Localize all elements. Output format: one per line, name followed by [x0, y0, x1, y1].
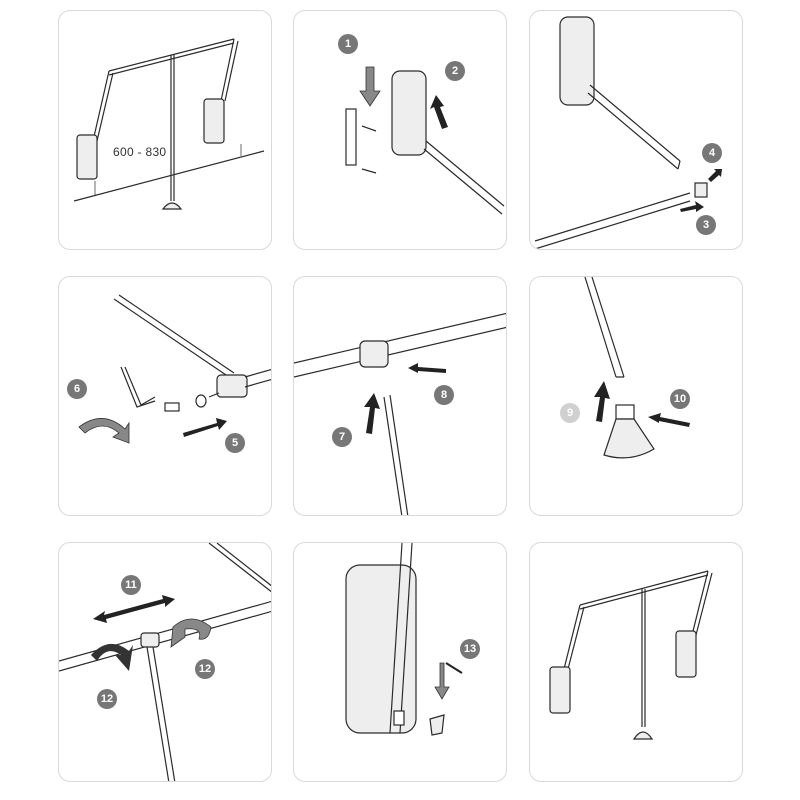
step-badge-11: 11: [121, 575, 141, 595]
step-badge-4: 4: [702, 143, 722, 163]
panel-cover-cap: 13: [293, 542, 507, 782]
pole-attach-illustration: [294, 312, 506, 515]
rod-insert-illustration: [534, 16, 722, 249]
arrow-icon: [680, 201, 704, 212]
rotate-arrow-icon: [91, 643, 133, 671]
up-arrow-icon: [430, 95, 448, 129]
step-badge-3: 3: [696, 215, 716, 235]
left-arrow-icon: [648, 413, 690, 427]
panel-assembled: [529, 542, 743, 782]
step-badge-2: 2: [445, 61, 465, 81]
step-badge-13: 13: [460, 639, 480, 659]
panel-foot-base: 9 10: [529, 276, 743, 516]
panel-rod-insert: 3 4: [529, 10, 743, 250]
panel-tighten-screw: 5 6: [58, 276, 272, 516]
rotate-slide-illustration: [59, 543, 271, 781]
foot-base-illustration: [584, 277, 690, 459]
step-badge-1: 1: [338, 34, 358, 54]
panel-pole-attach: 7 8: [293, 276, 507, 516]
down-arrow-icon: [359, 66, 381, 107]
dimension-label: 600 - 830: [113, 145, 167, 159]
double-arrow-icon: [93, 595, 175, 623]
left-arrow-icon: [408, 363, 446, 373]
right-arrow-icon: [183, 418, 227, 437]
cover-cap-illustration: [345, 543, 463, 736]
overview-illustration: [73, 38, 265, 210]
step-badge-12-a: 12: [195, 659, 215, 679]
step-badge-9: 9: [560, 403, 580, 423]
rotate-arrow-icon: [78, 418, 130, 444]
pointer-line: [445, 662, 463, 674]
arrow-icon: [708, 169, 722, 182]
up-arrow-icon: [594, 381, 610, 422]
rotate-arrow-icon: [170, 618, 212, 648]
step-badge-6: 6: [67, 379, 87, 399]
assembled-illustration: [549, 570, 713, 740]
down-arrow-icon: [434, 662, 450, 700]
panel-overview: 600 - 830: [58, 10, 272, 250]
step-badge-7: 7: [332, 427, 352, 447]
panel-mount-bracket: 1 2: [293, 10, 507, 250]
step-badge-8: 8: [434, 385, 454, 405]
up-arrow-icon: [364, 393, 380, 434]
step-badge-5: 5: [225, 433, 245, 453]
step-badge-10: 10: [670, 389, 690, 409]
step-badge-12-b: 12: [97, 689, 117, 709]
mount-bracket-illustration: [345, 66, 505, 215]
tighten-screw-illustration: [78, 294, 271, 444]
panel-rotate-slide: 11 12 12: [58, 542, 272, 782]
